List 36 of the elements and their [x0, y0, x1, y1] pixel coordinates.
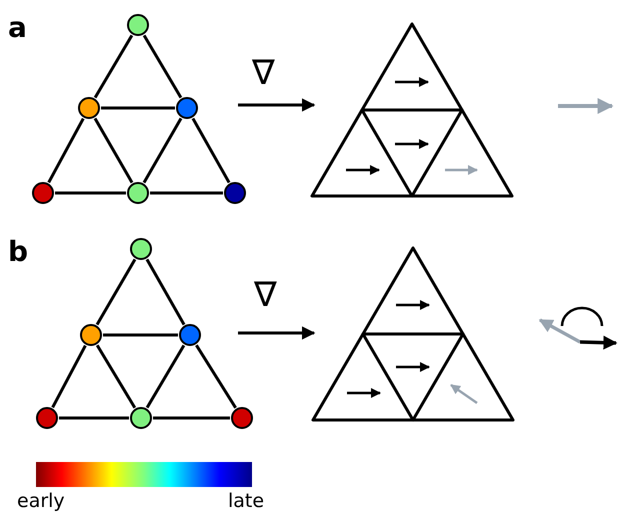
- graph-edge: [153, 416, 230, 420]
- graph-edge: [142, 118, 182, 184]
- vertex-circle: [32, 182, 54, 204]
- graph-edge: [51, 344, 87, 408]
- graph-edge: [101, 106, 175, 110]
- vertex-circle: [231, 407, 253, 429]
- graph-edge: [195, 344, 237, 409]
- vertex-circle: [130, 407, 152, 429]
- nabla-symbol: ∇: [252, 56, 275, 90]
- vertex-circle: [36, 407, 58, 429]
- vertex-circle: [130, 238, 152, 260]
- graph-edge: [150, 192, 223, 194]
- vertex-circle: [78, 97, 100, 119]
- vertex-circle: [80, 324, 102, 346]
- vertex-circle: [127, 182, 149, 204]
- graph-edge: [96, 258, 136, 326]
- graph-edge: [146, 344, 186, 408]
- graph-edge: [55, 192, 126, 194]
- graph-edge: [59, 416, 129, 420]
- vertex-circle: [127, 14, 149, 36]
- panel-label: a: [8, 14, 27, 42]
- graph-edge: [103, 334, 178, 336]
- vertex-circle: [224, 182, 246, 204]
- panel-label: b: [8, 238, 28, 266]
- graph-edge: [146, 258, 186, 326]
- graph-edge: [94, 118, 134, 184]
- graph-edge: [47, 118, 85, 184]
- graph-edge: [192, 118, 230, 184]
- colorbar-label: early: [17, 492, 65, 511]
- vertex-circle: [179, 324, 201, 346]
- graph-edge: [96, 344, 136, 408]
- vertex-circle: [176, 97, 198, 119]
- nabla-symbol: ∇: [254, 278, 277, 312]
- graph-edge: [94, 34, 134, 98]
- colorbar-label: late: [228, 492, 264, 511]
- graph-edge: [142, 34, 182, 98]
